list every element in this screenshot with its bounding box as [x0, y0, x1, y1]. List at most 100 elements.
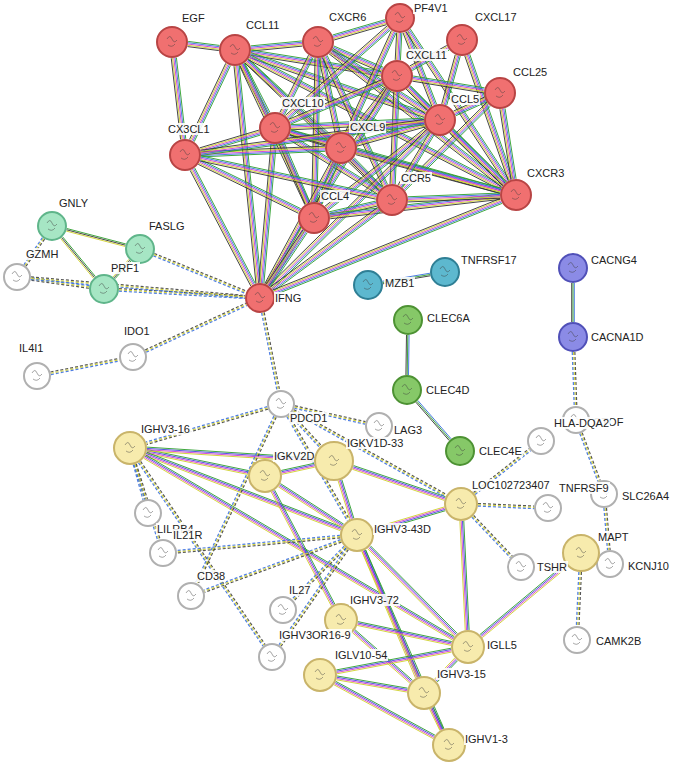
interaction-edge [604, 508, 610, 550]
evidence-line [63, 237, 96, 277]
node-circle [325, 132, 357, 164]
evidence-line [146, 304, 247, 351]
evidence-line [31, 280, 245, 299]
structure-thumbnail [255, 293, 265, 303]
node-circle [376, 184, 408, 216]
node-circle [596, 550, 624, 578]
evidence-line [31, 277, 245, 296]
node-circle [302, 26, 334, 58]
structure-thumbnail [374, 421, 384, 431]
node-circle [156, 26, 188, 58]
evidence-line [350, 88, 386, 135]
evidence-line [580, 434, 598, 482]
gene-label: CACNG4 [590, 254, 638, 266]
interaction-edge [460, 521, 469, 630]
structure-thumbnail [99, 284, 109, 294]
protein-node: IGLV10-54 [303, 658, 337, 692]
evidence-line [413, 79, 484, 91]
evidence-line [194, 169, 255, 285]
structure-thumbnail [352, 530, 362, 540]
evidence-line [461, 521, 466, 630]
evidence-line [234, 66, 256, 283]
gene-label: GNLY [58, 197, 89, 209]
evidence-line [293, 412, 446, 497]
evidence-line [356, 153, 500, 192]
evidence-line [453, 129, 506, 182]
node-disc [559, 323, 587, 351]
structure-thumbnail [576, 548, 586, 558]
evidence-line [282, 466, 315, 473]
interaction-edge [200, 156, 377, 199]
gene-label: IL4I1 [18, 342, 44, 354]
gene-label: EGF [181, 12, 206, 24]
node-circle [558, 253, 588, 283]
node-disc [341, 519, 373, 551]
evidence-line [268, 231, 305, 285]
node-circle [340, 518, 374, 552]
evidence-line [405, 335, 407, 375]
evidence-line [145, 303, 246, 350]
gene-label: IGLL5 [486, 639, 518, 651]
node-circle [365, 412, 393, 440]
node-circle [269, 596, 297, 624]
node-circle [500, 179, 532, 211]
evidence-line [472, 517, 511, 558]
evidence-line [264, 312, 279, 390]
interaction-edge [472, 515, 513, 557]
gene-label: CXCR3 [526, 167, 565, 179]
node-disc [382, 61, 412, 91]
evidence-line [334, 25, 386, 40]
structure-thumbnail [158, 548, 168, 558]
protein-node: IL27 [269, 596, 297, 624]
node-disc [446, 437, 474, 465]
gene-label: IGHV3-43D [373, 523, 432, 535]
evidence-line [61, 238, 94, 278]
protein-node: TNFRSF17 [430, 257, 460, 287]
structure-thumbnail [167, 37, 177, 47]
evidence-line [576, 572, 578, 626]
node-circle [451, 630, 485, 664]
protein-node: CD38 [177, 582, 205, 610]
protein-node: IGHV3-43D [340, 518, 374, 552]
gene-label: CD38 [196, 570, 226, 582]
node-disc [299, 203, 329, 233]
protein-node: CACNG4 [558, 253, 588, 283]
structure-thumbnail [392, 71, 402, 81]
gene-label: LOC102723407 [471, 479, 551, 491]
protein-node: IL21R [149, 539, 177, 567]
evidence-line [251, 46, 302, 51]
evidence-line [432, 708, 442, 729]
structure-thumbnail [315, 670, 325, 680]
evidence-line [582, 433, 600, 481]
gene-label: LAG3 [393, 424, 423, 436]
node-disc [393, 376, 421, 404]
structure-thumbnail [543, 503, 553, 513]
evidence-line [154, 253, 246, 291]
gene-label: CXCL10 [281, 97, 325, 109]
node-disc [508, 554, 534, 580]
interaction-edge [408, 193, 500, 202]
evidence-line [413, 80, 484, 92]
structure-thumbnail [402, 385, 412, 395]
evidence-line [146, 455, 341, 530]
gene-label: TNFRSF17 [460, 254, 518, 266]
interaction-edge [357, 622, 452, 646]
interaction-edge [450, 129, 507, 185]
node-circle [258, 643, 286, 671]
interaction-edge [251, 41, 303, 51]
evidence-line [201, 122, 424, 153]
node-circle [248, 459, 282, 493]
evidence-line [450, 132, 503, 185]
evidence-line [201, 157, 377, 195]
gene-label: CCL25 [512, 66, 548, 78]
structure-thumbnail [463, 642, 473, 652]
structure-thumbnail [186, 591, 196, 601]
node-circle [446, 24, 478, 56]
protein-node: LAG3 [365, 412, 393, 440]
interaction-edge [580, 433, 601, 482]
protein-node: PF4V1 [385, 3, 415, 33]
evidence-line [146, 305, 247, 352]
structure-thumbnail [278, 605, 288, 615]
protein-node: IFNG [245, 283, 275, 313]
node-disc [120, 344, 146, 370]
